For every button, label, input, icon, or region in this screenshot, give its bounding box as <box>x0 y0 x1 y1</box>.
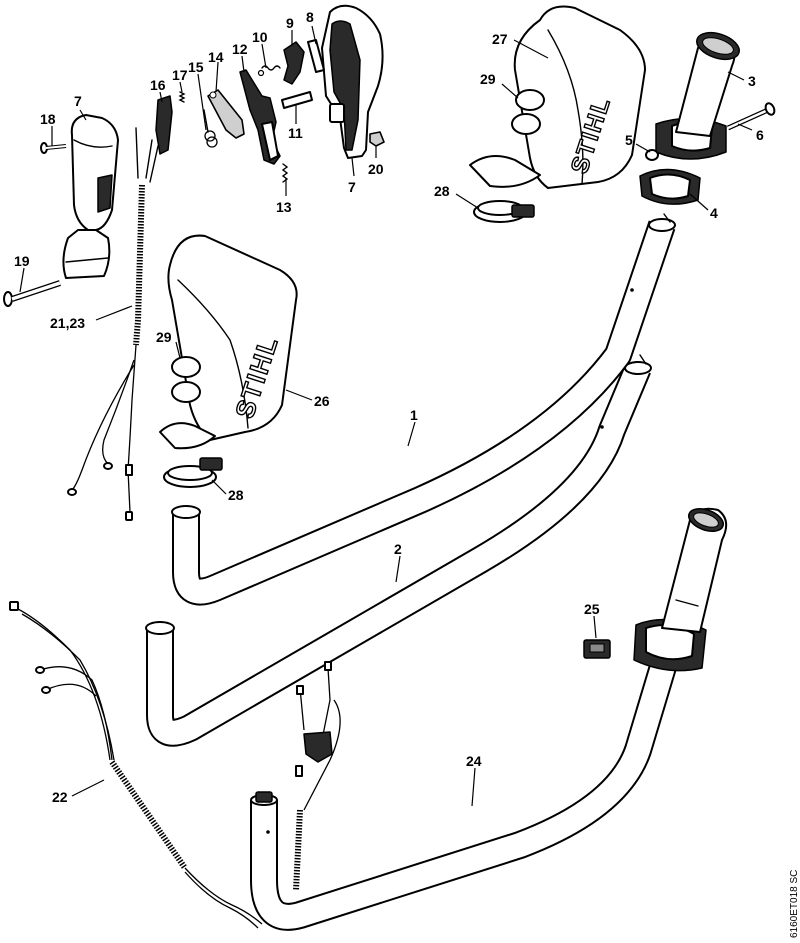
handle-half-7-right <box>321 4 384 159</box>
drawing-reference: 6160ET018 SC <box>789 870 800 938</box>
callout-27: 27 <box>492 31 508 47</box>
callout-9: 9 <box>286 15 294 31</box>
callout-26: 26 <box>314 393 330 409</box>
hose-clamp-28-right <box>473 200 535 223</box>
handle-grip-3 <box>655 31 740 160</box>
callout-22: 22 <box>52 789 68 805</box>
callout-3: 3 <box>748 73 756 89</box>
callout-7-right: 7 <box>348 179 356 195</box>
roller-pin-11 <box>281 91 313 109</box>
switch-lever-9 <box>283 41 305 85</box>
spring-17 <box>178 91 186 103</box>
callout-29-left: 29 <box>156 329 172 345</box>
callout-4: 4 <box>710 205 718 221</box>
nut-20 <box>369 131 385 147</box>
callout-18: 18 <box>40 111 56 127</box>
clamp-4 <box>639 168 701 205</box>
screw-19 <box>3 280 61 307</box>
handle-shield-27: STIHL <box>469 5 646 189</box>
loop-handle-tube-24 <box>250 507 728 931</box>
pads-29-left <box>171 356 201 403</box>
callout-28-right: 28 <box>434 183 450 199</box>
wiring-harness-22 <box>9 601 341 929</box>
callout-12: 12 <box>232 41 248 57</box>
callout-16: 16 <box>150 77 166 93</box>
stop-switch-25 <box>583 639 611 659</box>
spring-10 <box>257 65 281 77</box>
callout-20: 20 <box>368 161 384 177</box>
leader-lines <box>19 25 753 807</box>
callout-29-right: 29 <box>480 71 496 87</box>
callout-13: 13 <box>276 199 292 215</box>
spring-13 <box>281 163 289 183</box>
hose-clamp-28-left <box>163 457 223 488</box>
callout-10: 10 <box>252 29 268 45</box>
handle-shield-26: STIHL <box>159 234 298 450</box>
callout-6: 6 <box>756 127 764 143</box>
throttle-trigger-12 <box>239 69 281 165</box>
torsion-spring-15 <box>203 109 218 148</box>
callout-14: 14 <box>208 49 224 65</box>
callout-21-23: 21,23 <box>50 315 85 331</box>
callout-24: 24 <box>466 753 482 769</box>
nut-5 <box>645 149 659 161</box>
callout-8: 8 <box>306 9 314 25</box>
callout-11: 11 <box>288 125 303 141</box>
callout-7-left: 7 <box>74 93 82 109</box>
handlebar-tube-2 <box>145 354 652 747</box>
screw-6 <box>726 102 776 131</box>
callout-19: 19 <box>14 253 30 269</box>
callout-17: 17 <box>172 67 188 83</box>
control-handle-7-left <box>62 114 119 279</box>
throttle-cable-21-23 <box>67 127 159 521</box>
pads-29-right <box>511 89 545 135</box>
slide-16 <box>155 95 173 155</box>
callout-1: 1 <box>410 407 418 423</box>
callout-labels: 1 2 3 4 5 6 7 7 8 9 10 11 12 13 14 15 16… <box>14 9 764 805</box>
callout-5: 5 <box>625 132 633 148</box>
callout-25: 25 <box>584 601 600 617</box>
interlock-lever-14 <box>207 89 245 139</box>
callout-28-left: 28 <box>228 487 244 503</box>
callout-15: 15 <box>188 59 204 75</box>
callout-2: 2 <box>394 541 402 557</box>
screw-18 <box>40 142 67 154</box>
pin-8 <box>307 39 325 73</box>
handlebar-tube-1 <box>171 213 676 606</box>
